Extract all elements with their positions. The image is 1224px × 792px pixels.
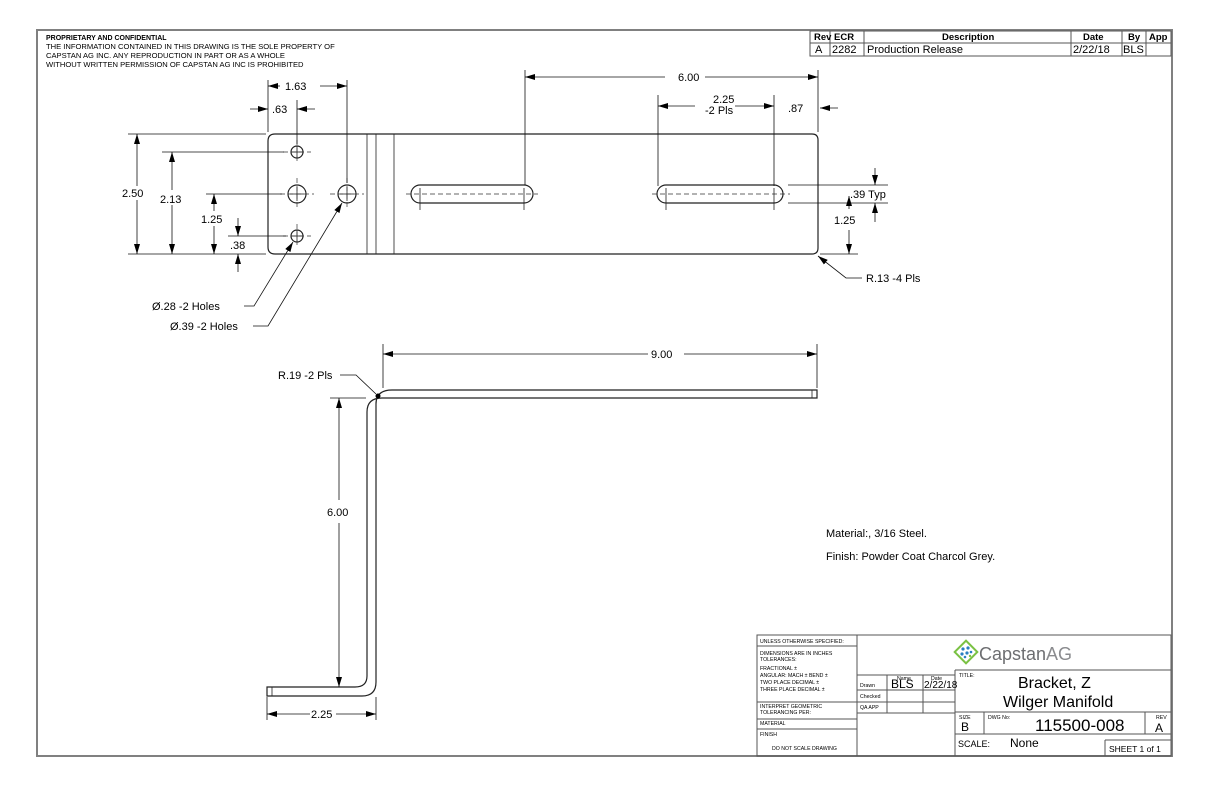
hole-small <box>283 224 311 248</box>
tol-dims-inches: DIMENSIONS ARE IN INCHES <box>760 651 833 657</box>
side-view: 9.00 R.19 -2 Pls 6.00 2.25 <box>266 344 818 721</box>
dim-0-38: .38 <box>230 240 245 252</box>
company-name-part1: Capstan <box>979 644 1046 664</box>
name-header: Name <box>897 676 911 682</box>
description-header: Description <box>942 32 994 43</box>
do-not-scale: DO NOT SCALE DRAWING <box>772 746 837 752</box>
scale-value: None <box>1010 736 1039 750</box>
app-header: App <box>1149 32 1168 43</box>
dim-6-00-top: 6.00 <box>678 72 699 84</box>
drawing-border <box>36 29 1173 757</box>
by-header: By <box>1128 32 1141 43</box>
tol-label: TOLERANCES: <box>760 657 797 663</box>
notes: Material:, 3/16 Steel. Finish: Powder Co… <box>826 528 995 563</box>
title-label: TITLE: <box>959 673 975 679</box>
sheet-number: SHEET 1 of 1 <box>1109 744 1161 754</box>
dim-0-63: .63 <box>272 104 287 116</box>
ecr-header: ECR <box>834 32 854 43</box>
dim-2-25-qualifier: -2 Pls <box>705 105 734 117</box>
dwg-no-value: 115500-008 <box>1035 716 1125 735</box>
radius-r13-callout: R.13 -4 Pls <box>866 273 921 285</box>
tol-two-place: TWO PLACE DECIMAL ± <box>760 680 819 686</box>
title-line2: Wilger Manifold <box>1003 694 1113 711</box>
scale-label: SCALE: <box>958 739 990 749</box>
hole-callout-039: Ø.39 -2 Holes <box>170 321 238 333</box>
revision-table: Rev ECR Description Date By App A 2282 P… <box>809 30 1172 57</box>
slot <box>652 184 790 210</box>
capstan-logo: CapstanAG <box>953 639 1072 665</box>
size-value: B <box>961 720 969 734</box>
tol-unless: UNLESS OTHERWISE SPECIFIED: <box>760 639 844 645</box>
title-line1: Bracket, Z <box>1018 675 1091 692</box>
rev-header: Rev <box>814 32 832 43</box>
dim-1-63: 1.63 <box>285 81 306 93</box>
dim-2-25-side: 2.25 <box>311 709 332 721</box>
size-label: SIZE <box>959 715 971 721</box>
date-cell: 2/22/18 <box>1073 44 1110 56</box>
dim-0-39-typ: .39 Typ <box>850 189 886 201</box>
hole-large <box>330 178 364 210</box>
qa-label: QA APP <box>860 705 879 711</box>
dim-1-25-right: 1.25 <box>834 215 855 227</box>
rev-cell: A <box>815 44 823 56</box>
material-label: MATERIAL <box>760 721 786 727</box>
drawn-date: 2/22/18 <box>924 680 958 691</box>
tol-three-place: THREE PLACE DECIMAL ± <box>760 687 825 693</box>
by-cell: BLS <box>1123 44 1144 56</box>
slot <box>406 184 538 210</box>
top-view: 1.63 .63 6.00 2.25 -2 Pls .87 2.50 2.13 <box>122 70 921 333</box>
checked-label: Checked <box>860 694 881 700</box>
ecr-cell: 2282 <box>832 44 856 56</box>
company-name-part2: AG <box>1046 644 1072 664</box>
tol-fractional: FRACTIONAL ± <box>760 666 797 672</box>
confidential-line: THE INFORMATION CONTAINED IN THIS DRAWIN… <box>46 42 335 51</box>
tol-angular: ANGULAR: MACH ± BEND ± <box>760 673 828 679</box>
confidential-line: CAPSTAN AG INC. ANY REPRODUCTION IN PART… <box>46 51 285 60</box>
dim-9-00: 9.00 <box>651 349 672 361</box>
dim-0-87: .87 <box>788 103 803 115</box>
rev-value: A <box>1155 721 1163 735</box>
dim-2-13: 2.13 <box>160 194 181 206</box>
dim-1-25-left: 1.25 <box>201 214 222 226</box>
rev-label: REV <box>1156 715 1167 721</box>
confidentiality-notice: PROPRIETARY AND CONFIDENTIAL THE INFORMA… <box>46 35 335 69</box>
hole-large <box>280 178 314 210</box>
tol-interpret: INTERPRET GEOMETRIC <box>760 704 822 710</box>
finish-label: FINISH <box>760 732 777 738</box>
z-profile <box>266 389 818 697</box>
plate-outline <box>267 133 819 255</box>
drawn-name: BLS <box>891 677 914 691</box>
dwg-no-label: DWG No: <box>988 715 1010 721</box>
hole-callout-028: Ø.28 -2 Holes <box>152 301 220 313</box>
radius-r19-callout: R.19 -2 Pls <box>278 370 333 382</box>
date-header-tb: Date <box>931 676 942 682</box>
dim-2-25-top: 2.25 <box>713 94 734 106</box>
material-note: Material:, 3/16 Steel. <box>826 528 927 540</box>
confidential-line: WITHOUT WRITTEN PERMISSION OF CAPSTAN AG… <box>46 60 304 69</box>
dim-6-00-side: 6.00 <box>327 507 348 519</box>
company-name: CapstanAG <box>979 644 1072 664</box>
revision-row: A 2282 Production Release 2/22/18 BLS <box>815 44 1144 56</box>
title-block: UNLESS OTHERWISE SPECIFIED: DIMENSIONS A… <box>756 634 1172 757</box>
diamond-dots-logo-icon <box>953 639 979 665</box>
date-header: Date <box>1083 32 1104 43</box>
dim-2-50: 2.50 <box>122 188 143 200</box>
finish-note: Finish: Powder Coat Charcol Grey. <box>826 551 995 563</box>
description-cell: Production Release <box>867 44 963 56</box>
drawn-label: Drawn <box>860 683 875 689</box>
confidential-heading: PROPRIETARY AND CONFIDENTIAL <box>46 35 167 42</box>
tol-tolerancing: TOLERANCING PER: <box>760 710 811 716</box>
